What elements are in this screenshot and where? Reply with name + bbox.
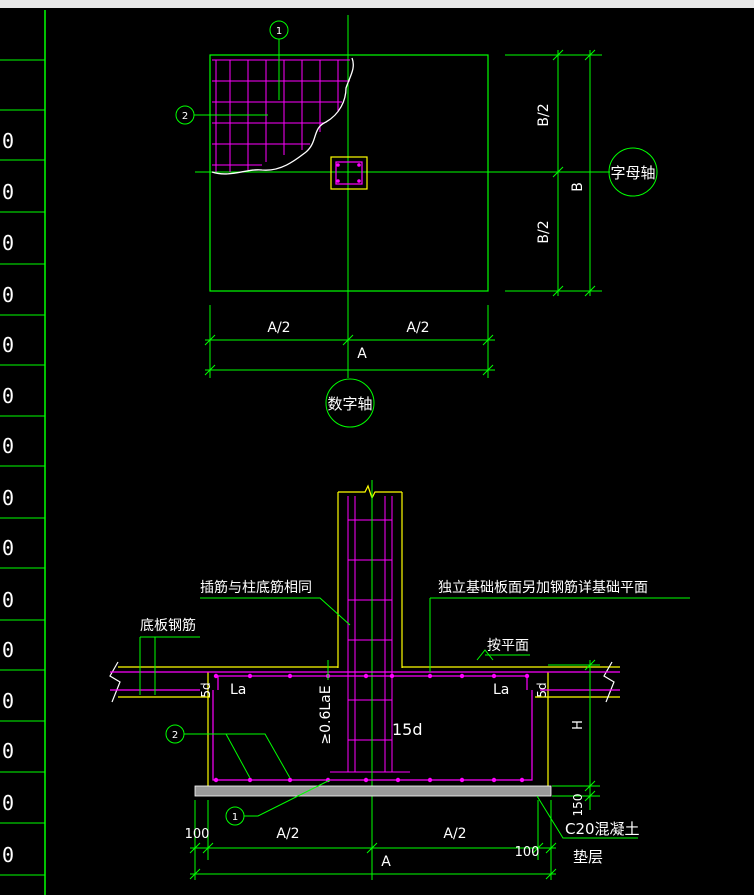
dim-100-left: 100 [185,827,210,842]
window-top-strip [0,0,754,8]
callout-1-label: 1 [276,26,282,37]
dim-half-a-right-section: A/2 [443,826,466,842]
ruler-label: 0 [2,486,14,510]
ruler-label: 0 [2,739,14,763]
note-bottom-rebar: 底板钢筋 [140,617,196,634]
ruler-label: 0 [2,384,14,408]
dim-a-section: A [381,854,391,870]
ruler-label: 0 [2,689,14,713]
note-dowel: 插筋与柱底筋相同 [200,579,312,596]
plan-view: 1 2 B/2 B/2 B 字母轴 [175,15,658,428]
ruler-label: 0 [2,283,14,307]
concrete-label: C20混凝土 [565,820,640,838]
left-ruler: 0 0 0 0 0 0 0 0 0 0 0 0 0 0 0 [0,10,46,895]
ruler-label: 0 [2,434,14,458]
letter-axis-bubble [608,147,658,197]
column-stirrup [335,161,363,185]
ruler-label: 0 [2,638,14,662]
ruler-label: 0 [2,129,14,153]
break-line [211,57,354,175]
ruler-label: 0 [2,333,14,357]
number-axis-label: 数字轴 [327,395,372,413]
ruler-label: 0 [2,843,14,867]
letter-axis-label: 字母轴 [610,164,655,182]
footing-outline [209,54,489,292]
la-right: La [493,682,509,698]
note-slope: 按平面 [487,638,529,654]
dim-half-a-left-section: A/2 [276,826,299,842]
rebar-mesh [212,59,350,172]
dim-half-a-left: A/2 [267,320,290,336]
column-outline [330,156,368,190]
note-top-rebar: 独立基础板面另加钢筋详基础平面 [438,579,648,596]
ruler-label: 0 [2,536,14,560]
ruler-label: 0 [2,588,14,612]
callout-2-label: 2 [182,111,188,122]
five-d-left: 5d [199,682,213,697]
cushion-label: 垫层 [573,848,603,866]
ruler-label: 0 [2,791,14,815]
fifteen-d: 15d [392,720,423,739]
dim-100-right: 100 [515,845,540,860]
dim-h: H [571,720,586,730]
ruler-label: 0 [2,231,14,255]
section-callout-2: 2 [172,730,178,741]
section-callout-1: 1 [232,812,238,823]
dim-b: B [570,182,586,192]
number-axis-bubble [325,378,375,428]
dim-a: A [357,346,367,362]
dim-half-b-bottom: B/2 [536,220,552,243]
dim-150: 150 [571,794,585,817]
section-view: 插筋与柱底筋相同 独立基础板面另加钢筋详基础平面 底板钢筋 按平面 La La … [109,480,690,880]
la-left: La [230,682,246,698]
dim-half-a-right: A/2 [406,320,429,336]
cushion-layer [195,786,551,796]
vertical-anchor: ≥0.6LaE [318,685,334,744]
ruler-label: 0 [2,180,14,204]
dim-half-b-top: B/2 [536,103,552,126]
five-d-right: 5d [535,682,549,697]
